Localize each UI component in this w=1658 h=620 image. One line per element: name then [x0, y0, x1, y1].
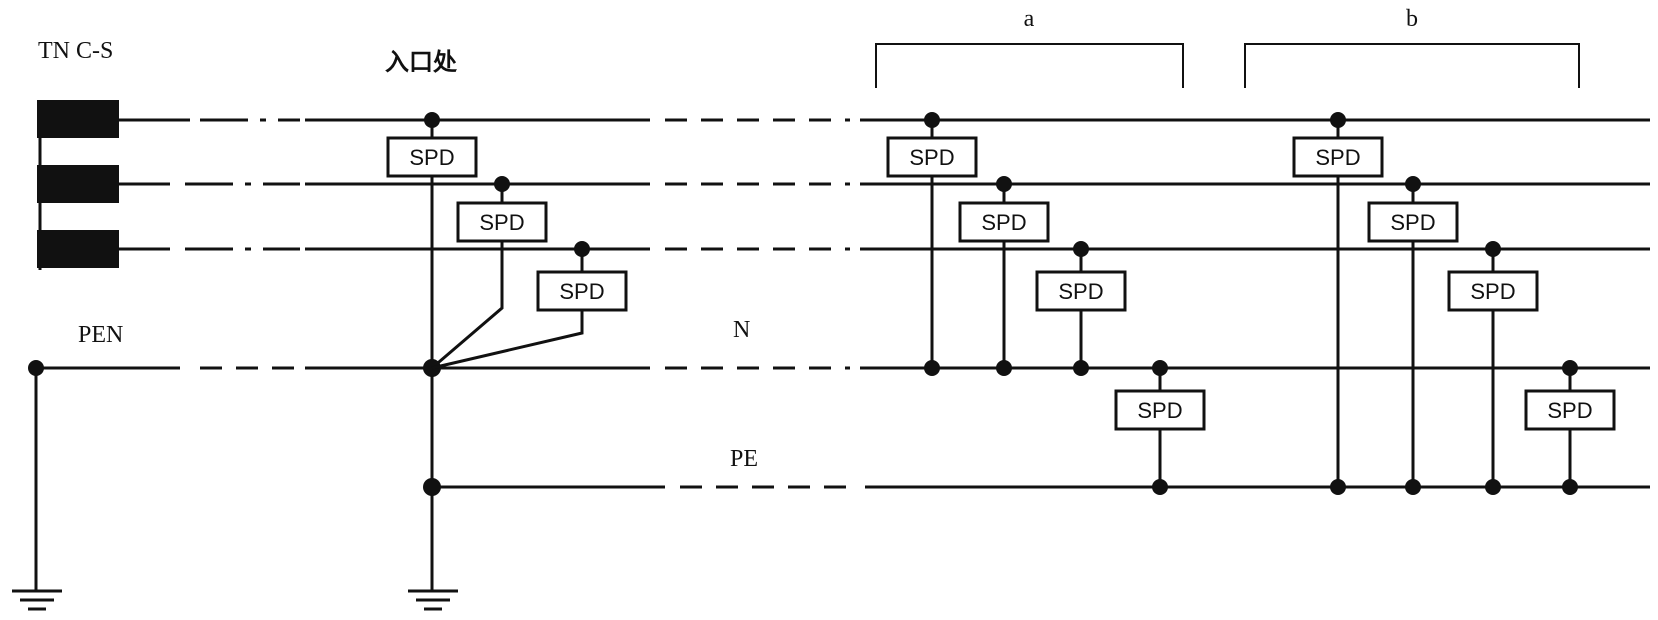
spd-entrance-l1-label: SPD — [409, 145, 454, 170]
spd-a-l3-label: SPD — [1058, 279, 1103, 304]
system-type-label: TN C-S — [38, 38, 113, 64]
spd-a-l2-label: SPD — [981, 210, 1026, 235]
transformer-source — [37, 100, 119, 270]
group-a: SPD SPD SPD SPD — [875, 43, 1206, 495]
spd-entrance-l2-label: SPD — [479, 210, 524, 235]
source-winding-l3 — [37, 230, 119, 268]
spd-b-n-label: SPD — [1547, 398, 1592, 423]
group-b: SPD SPD SPD SPD — [1244, 43, 1616, 495]
spd-a-l1 — [886, 136, 978, 178]
pen-label: PEN — [78, 322, 123, 348]
spd-b-l3-label: SPD — [1470, 279, 1515, 304]
source-winding-l1 — [37, 100, 119, 138]
pe-label: PE — [730, 446, 758, 472]
spd-b-n — [1524, 389, 1616, 431]
spd-b-l2-label: SPD — [1390, 210, 1435, 235]
n-label: N — [733, 317, 750, 343]
group-b-label: b — [1406, 6, 1418, 32]
spd-a-n — [1114, 389, 1206, 431]
spd-a-l2 — [958, 201, 1050, 243]
spd-entrance-l1 — [386, 136, 478, 178]
group-a-label: a — [1024, 6, 1035, 32]
group-a-bracket — [875, 43, 1184, 88]
source-winding-l2 — [37, 165, 119, 203]
spd-b-l2 — [1367, 201, 1459, 243]
spd-entrance-l3 — [536, 270, 628, 312]
spd-entrance-l3-label: SPD — [559, 279, 604, 304]
spd-a-l1-label: SPD — [909, 145, 954, 170]
entrance-section: SPD SPD SPD — [386, 112, 628, 611]
entrance-label: 入口处 — [385, 48, 457, 76]
spd-b-l1-label: SPD — [1315, 145, 1360, 170]
group-b-bracket — [1244, 43, 1580, 88]
source-earth — [12, 360, 62, 611]
spd-a-n-label: SPD — [1137, 398, 1182, 423]
